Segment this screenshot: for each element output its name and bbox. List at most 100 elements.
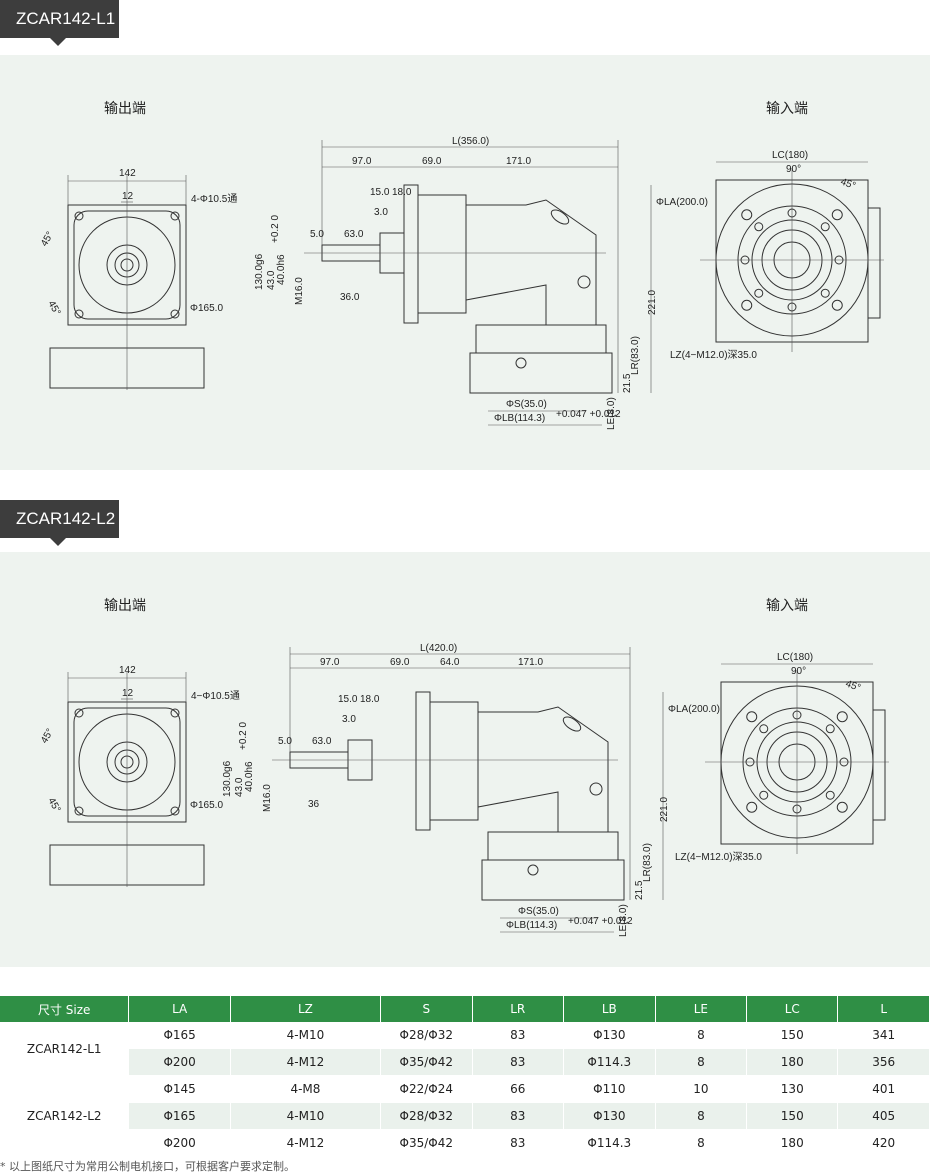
spec-table: 尺寸 Size LA LZ S LR LB LE LC L ZCAR142-L1…	[0, 996, 930, 1157]
input-bolt-hole	[839, 757, 849, 767]
header-cell: L	[837, 996, 930, 1022]
table-cell: 66	[472, 1075, 564, 1103]
dimension-label: ΦLA(200.0)	[656, 197, 708, 208]
dimension-label: LR(83.0)	[642, 843, 653, 882]
dimension-label: ΦLB(114.3)	[506, 920, 557, 931]
input-bolt-hole	[820, 288, 830, 298]
table-cell: 4-M8	[230, 1075, 382, 1103]
table-cell: 8	[655, 1129, 748, 1157]
table-row: Φ200 4-M12 Φ35/Φ42 83 Φ114.3 8 180 356	[0, 1048, 930, 1076]
header-cell: LB	[563, 996, 656, 1022]
input-mount-hole	[836, 711, 848, 723]
table-cell: 8	[655, 1022, 748, 1049]
input-side-plate	[867, 207, 881, 319]
dimension-label: 45°	[39, 230, 56, 249]
dimension-label: 45°	[39, 727, 56, 746]
dimension-label: 221.0	[659, 797, 670, 822]
table-cell: 180	[746, 1048, 839, 1076]
mounting-hole	[74, 708, 84, 718]
table-cell: Φ130	[563, 1022, 656, 1049]
footnote: * 以上图纸尺寸为常用公制电机接口，可根据客户要求定制。	[0, 1160, 295, 1173]
dimension-label: LZ(4−M12.0)深35.0	[670, 349, 757, 361]
dimension-label: 130.0g6	[222, 760, 233, 797]
input-mount-hole	[746, 711, 758, 723]
dimension-label: LZ(4−M12.0)深35.0	[675, 851, 762, 863]
input-bolt-hole	[745, 757, 755, 767]
mounting-hole	[74, 806, 84, 816]
table-cell: Φ165	[128, 1022, 231, 1049]
dimension-label: 输出端	[104, 101, 146, 117]
header-cell: LZ	[230, 996, 382, 1022]
model-cell: ZCAR142-L2	[0, 1075, 130, 1157]
dimension-label: 69.0	[422, 156, 442, 167]
input-bolt-hole	[820, 222, 830, 232]
dimension-label: 21.5	[622, 373, 633, 393]
input-bolt-hole	[740, 255, 750, 265]
table-row: ZCAR142-L1 Φ165 4-M10 Φ28/Φ32 83 Φ130 8 …	[0, 1022, 930, 1076]
table-cell: 83	[472, 1022, 564, 1049]
dimension-label: 43.0	[266, 270, 277, 290]
dimension-label: 40.0h6	[244, 761, 255, 792]
dimension-label: L(420.0)	[420, 643, 457, 654]
mounting-hole	[170, 708, 180, 718]
dimension-label: Φ165.0	[190, 800, 223, 811]
table-cell: 8	[655, 1102, 748, 1130]
dimension-label: 221.0	[647, 290, 658, 315]
dimension-label: 97.0	[320, 657, 340, 668]
table-cell: 10	[655, 1075, 748, 1103]
table-row: ZCAR142-L2 Φ145 4-M8 Φ22/Φ24 66 Φ110 10 …	[0, 1075, 930, 1157]
mounting-hole	[170, 806, 180, 816]
header-cell: LC	[746, 996, 839, 1022]
gear-housing	[429, 701, 479, 821]
header-cell: LE	[655, 996, 748, 1022]
table-cell: Φ200	[128, 1048, 231, 1076]
table-cell: 83	[472, 1129, 564, 1157]
dimension-label: 64.0	[440, 657, 460, 668]
dimension-label: 输入端	[766, 598, 808, 614]
table-cell: Φ35/Φ42	[380, 1129, 473, 1157]
dimension-label: 40.0h6	[276, 254, 287, 285]
dimension-label: 12	[122, 688, 134, 699]
dimension-label: LE(8.0)	[618, 904, 629, 937]
gear-housing	[417, 194, 467, 314]
dimension-label: 21.5	[634, 880, 645, 900]
header-cell: LR	[472, 996, 564, 1022]
output-flange-side	[403, 184, 419, 324]
vent-plug	[562, 716, 582, 732]
table-cell: 4-M12	[230, 1129, 382, 1157]
input-bolt-hole	[759, 724, 769, 734]
dimension-label: ΦS(35.0)	[506, 399, 547, 410]
table-cell: Φ28/Φ32	[380, 1022, 473, 1049]
table-row: Φ200 4-M12 Φ35/Φ42 83 Φ114.3 8 180 420	[0, 1129, 930, 1157]
mounting-hole	[74, 211, 84, 221]
dimension-label: Φ165.0	[190, 303, 223, 314]
dimension-label: 142	[119, 665, 136, 676]
dimension-label: 4−Φ10.5通	[191, 690, 240, 702]
input-mount-hole	[836, 801, 848, 813]
input-mount-hole	[831, 299, 843, 311]
dimension-label: LR(83.0)	[630, 336, 641, 375]
input-port	[515, 357, 527, 369]
table-cell: 420	[837, 1129, 930, 1157]
input-bolt-hole	[754, 288, 764, 298]
dimension-label: 5.0	[278, 736, 292, 747]
table-cell: Φ200	[128, 1129, 231, 1157]
dimension-label: 171.0	[518, 657, 543, 668]
table-cell: 401	[837, 1075, 930, 1103]
dimension-label: 45°	[45, 299, 62, 318]
dimension-label: 43.0	[234, 777, 245, 797]
input-bolt-hole	[792, 804, 802, 814]
dimension-label: 69.0	[390, 657, 410, 668]
input-side-plate	[872, 709, 886, 821]
dimension-label: 171.0	[506, 156, 531, 167]
dimension-label: +0.2 0	[238, 721, 249, 750]
table-row: Φ165 4-M10 Φ28/Φ32 83 Φ130 8 150 405	[0, 1102, 930, 1130]
dimension-label: 63.0	[344, 229, 364, 240]
table-cell: 341	[837, 1022, 930, 1049]
dimension-label: +0.2 0	[270, 214, 281, 243]
dimension-label: ΦS(35.0)	[518, 906, 559, 917]
table-cell: 83	[472, 1048, 564, 1076]
